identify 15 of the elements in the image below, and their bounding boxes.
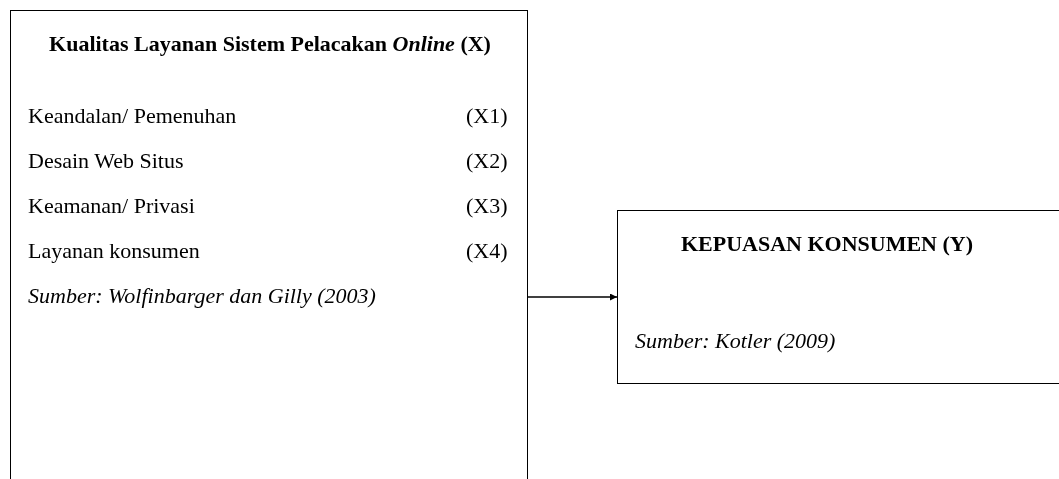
arrow: [527, 293, 618, 301]
concept-box: [617, 210, 1059, 384]
dimension-label: Keandalan/ Pemenuhan: [28, 102, 238, 130]
dimension-label: Layanan konsumen: [28, 237, 201, 265]
variable-code: (X4): [466, 237, 509, 265]
source-note: Sumber: Wolfinbarger dan Gilly (2003): [28, 282, 377, 310]
node-heading: KEPUASAN KONSUMEN (Y): [679, 230, 975, 258]
source-note: Sumber: Kotler (2009): [635, 327, 837, 355]
dimension-label: Desain Web Situs: [28, 147, 185, 175]
dimension-label: Keamanan/ Privasi: [28, 192, 196, 220]
variable-code: (X2): [466, 147, 509, 175]
concept-box: [10, 10, 528, 479]
node-heading: Kualitas Layanan Sistem Pelacakan Online (X): [48, 30, 492, 58]
variable-code: (X1): [466, 102, 509, 130]
variable-code: (X3): [466, 192, 509, 220]
